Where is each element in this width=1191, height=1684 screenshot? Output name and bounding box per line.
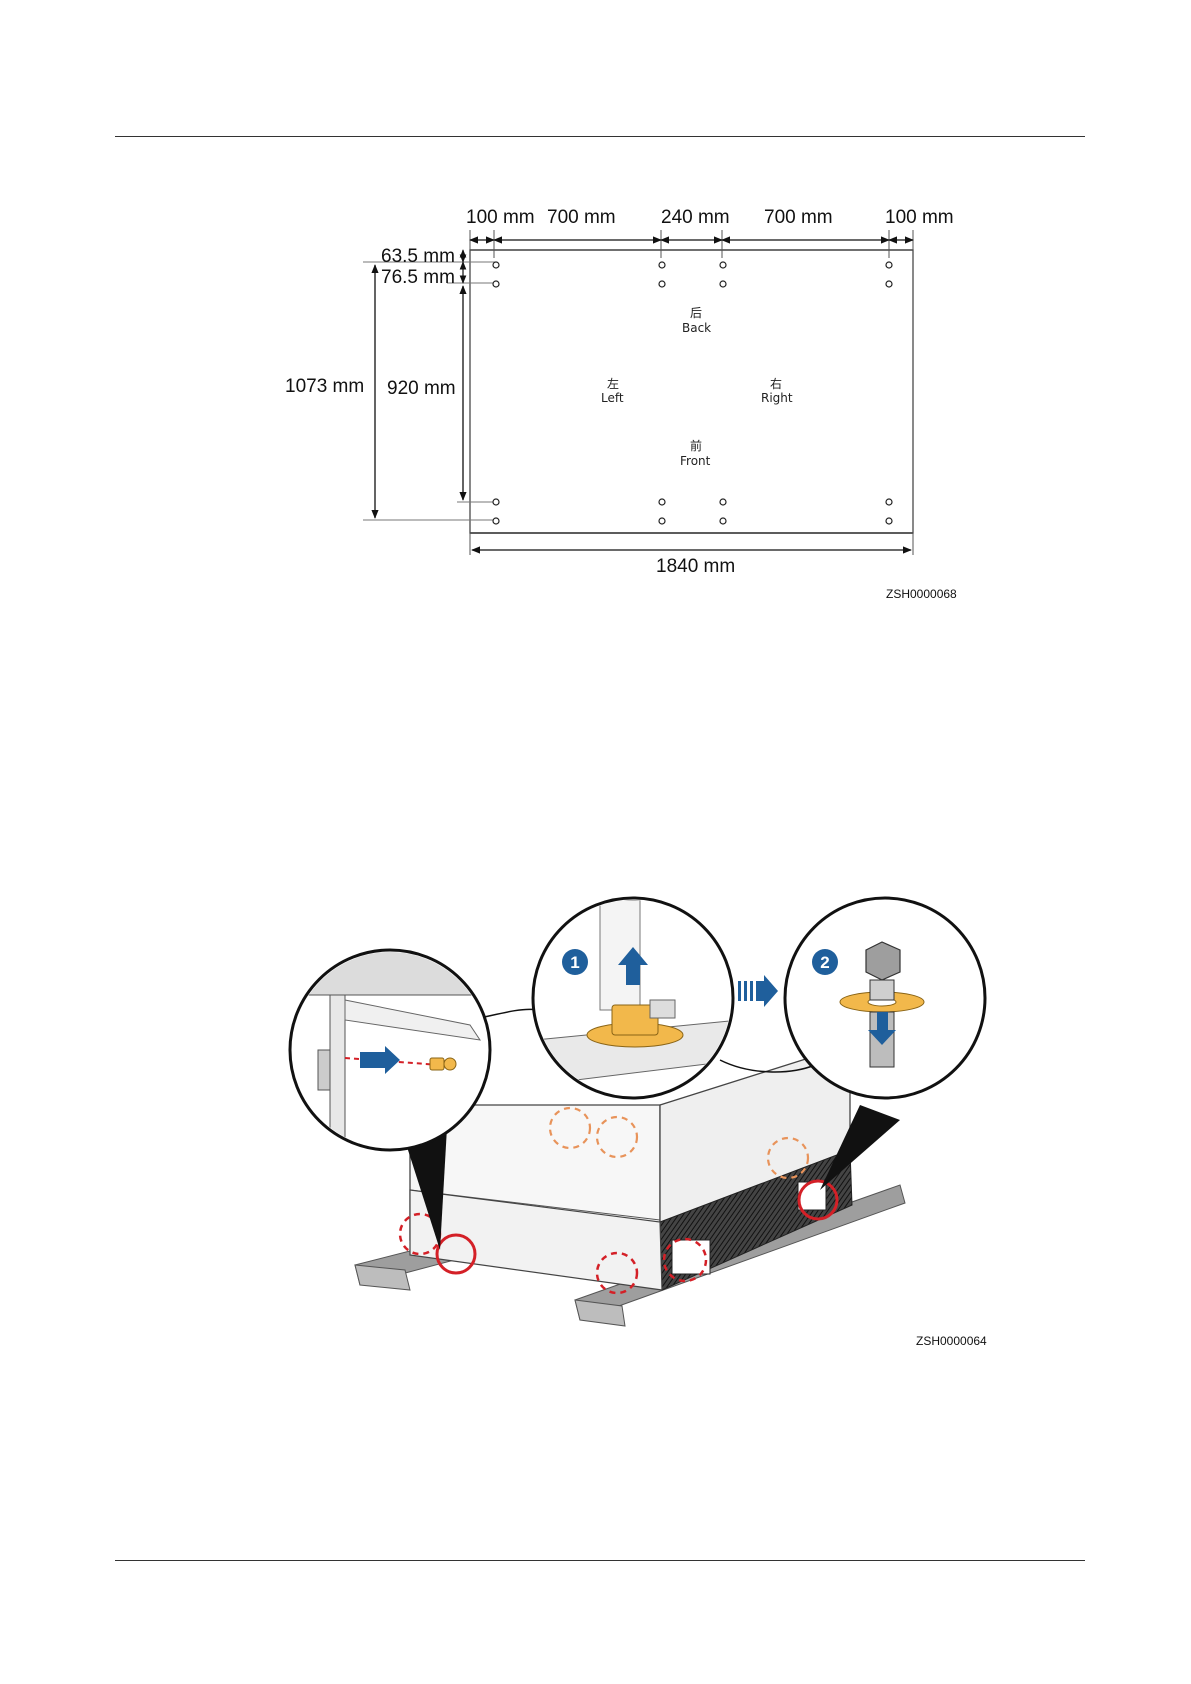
label-left-en: Left <box>601 391 624 405</box>
cabinet <box>410 1045 852 1290</box>
base-outline <box>470 250 913 533</box>
step1-number: 1 <box>570 953 579 972</box>
dim-63-5: 63.5 mm <box>381 246 455 267</box>
dim-920: 920 mm <box>387 378 456 399</box>
detail-circle-left <box>290 950 490 1150</box>
next-step-arrow <box>738 975 778 1007</box>
label-right-cn: 右 <box>770 376 782 391</box>
dim-top-100-right: 100 mm <box>885 207 954 228</box>
callout-pointer-left <box>400 1110 448 1250</box>
detail-circle-step1: 1 <box>533 898 740 1098</box>
mounting-holes <box>493 262 892 524</box>
step2-number: 2 <box>820 953 829 972</box>
step2-badge <box>812 949 838 975</box>
label-front-en: Front <box>680 454 711 468</box>
detail-circle-step2: 2 <box>785 898 985 1098</box>
dashed-highlights <box>400 1214 706 1293</box>
dim-top-700-left: 700 mm <box>547 207 616 228</box>
figure-id-bottom: ZSH0000064 <box>916 1334 987 1348</box>
label-back-cn: 后 <box>690 306 702 320</box>
pallet <box>355 1185 905 1326</box>
step1-badge <box>562 949 588 975</box>
bolt-highlights <box>437 1181 837 1273</box>
mounting-dimensions-diagram: 100 mm 700 mm 240 mm 700 mm 100 mm 63.5 … <box>0 0 1191 620</box>
hidden-bolt-highlights <box>550 1108 808 1178</box>
label-left-cn: 左 <box>607 376 619 391</box>
dim-top-240: 240 mm <box>661 207 730 228</box>
dim-76-5: 76.5 mm <box>381 267 455 288</box>
label-right-en: Right <box>761 391 793 405</box>
footer-rule <box>115 1560 1085 1561</box>
label-back-en: Back <box>682 321 711 335</box>
dim-top-700-right: 700 mm <box>764 207 833 228</box>
callout-pointer-right <box>820 1105 900 1190</box>
figure-id-top: ZSH0000068 <box>886 587 957 601</box>
dim-top-100-left: 100 mm <box>466 207 535 228</box>
label-front-cn: 前 <box>690 438 702 453</box>
dim-1840: 1840 mm <box>656 556 735 577</box>
dim-1073: 1073 mm <box>285 376 364 397</box>
